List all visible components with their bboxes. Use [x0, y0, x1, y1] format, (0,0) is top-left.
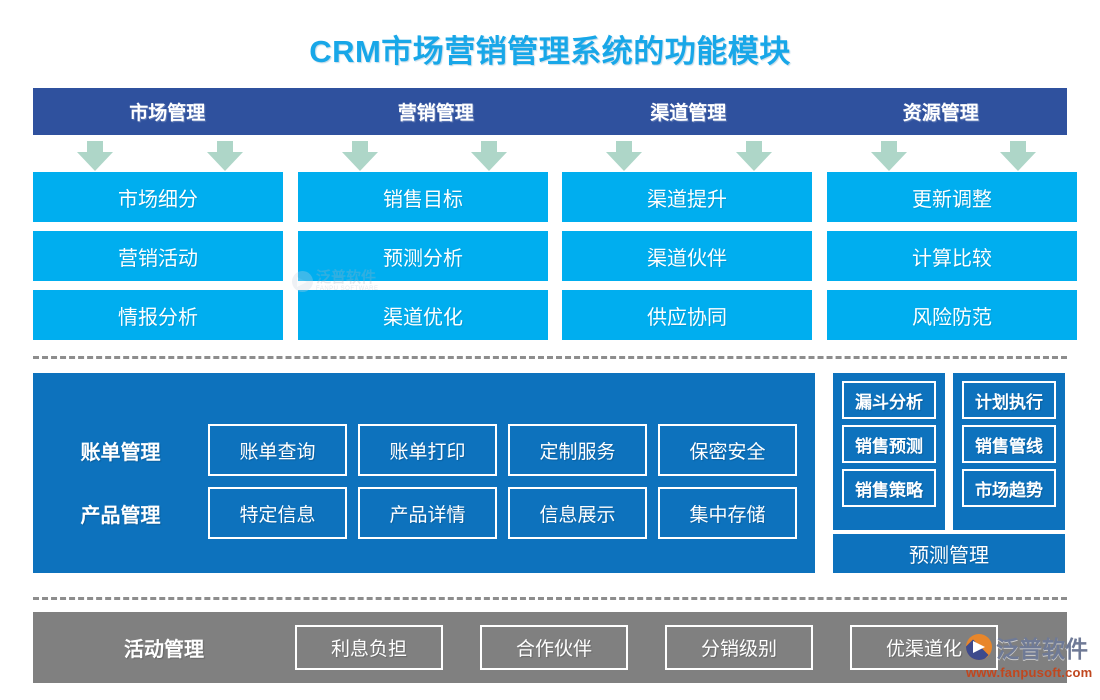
bottom-bar-box[interactable]: 利息负担: [295, 625, 443, 670]
side-panel-box[interactable]: 漏斗分析: [842, 381, 936, 419]
header-bar-left: 市场管理 营销管理: [33, 88, 570, 135]
module-box[interactable]: 渠道伙伴: [562, 231, 812, 281]
mid-panel-box[interactable]: 特定信息: [208, 487, 347, 539]
module-box[interactable]: 更新调整: [827, 172, 1077, 222]
side-panel-box[interactable]: 计划执行: [962, 381, 1056, 419]
header-bar-right: 渠道管理 资源管理: [562, 88, 1067, 135]
module-box[interactable]: 预测分析: [298, 231, 548, 281]
module-box[interactable]: 渠道提升: [562, 172, 812, 222]
side-panel-box[interactable]: 销售预测: [842, 425, 936, 463]
module-box[interactable]: 计算比较: [827, 231, 1077, 281]
mid-panel-box[interactable]: 账单查询: [208, 424, 347, 476]
down-arrow-icon: [736, 141, 772, 171]
bottom-bar-box[interactable]: 优渠道化: [850, 625, 998, 670]
down-arrow-icon: [77, 141, 113, 171]
side-panel-column-left: 漏斗分析 销售预测 销售策略: [833, 373, 945, 530]
mid-row-label: 产品管理: [80, 504, 161, 527]
bottom-bar-box[interactable]: 合作伙伴: [480, 625, 628, 670]
bottom-bar-box[interactable]: 分销级别: [665, 625, 813, 670]
down-arrow-icon: [342, 141, 378, 171]
module-box[interactable]: 市场细分: [33, 172, 283, 222]
mid-panel-box[interactable]: 信息展示: [508, 487, 647, 539]
down-arrow-icon: [871, 141, 907, 171]
down-arrow-icon: [1000, 141, 1036, 171]
side-panel-footer-forecast[interactable]: 预测管理: [833, 534, 1065, 573]
module-box[interactable]: 供应协同: [562, 290, 812, 340]
mid-panel-box[interactable]: 产品详情: [358, 487, 497, 539]
mid-panel-row-product: 产品管理 特定信息 产品详情 信息展示 集中存储: [33, 486, 815, 540]
page-title: CRM市场营销管理系统的功能模块: [309, 34, 791, 69]
down-arrow-icon: [606, 141, 642, 171]
side-panel-box[interactable]: 市场趋势: [962, 469, 1056, 507]
header-label-market-management: 市场管理: [129, 103, 206, 124]
dashed-separator-top: [33, 356, 1067, 359]
mid-panel-box[interactable]: 集中存储: [658, 487, 797, 539]
down-arrow-icon: [207, 141, 243, 171]
module-box[interactable]: 渠道优化: [298, 290, 548, 340]
header-label-channel-management: 渠道管理: [650, 103, 727, 124]
mid-row-label: 账单管理: [80, 441, 161, 464]
dashed-separator-bottom: [33, 597, 1067, 600]
bottom-bar: 活动管理 利息负担 合作伙伴 分销级别 优渠道化: [33, 612, 1067, 683]
module-box[interactable]: 销售目标: [298, 172, 548, 222]
module-box[interactable]: 风险防范: [827, 290, 1077, 340]
header-label-marketing-management: 营销管理: [397, 103, 474, 124]
module-box[interactable]: 营销活动: [33, 231, 283, 281]
side-panel-box[interactable]: 销售策略: [842, 469, 936, 507]
module-column-market: 市场细分 营销活动 情报分析: [33, 172, 283, 349]
header-label-resource-management: 资源管理: [902, 103, 979, 124]
mid-panel-box[interactable]: 账单打印: [358, 424, 497, 476]
mid-panel-row-billing: 账单管理 账单查询 账单打印 定制服务 保密安全: [33, 423, 815, 477]
mid-panel: 账单管理 账单查询 账单打印 定制服务 保密安全 产品管理 特定信息 产品详情 …: [33, 373, 815, 573]
side-panel-column-right: 计划执行 销售管线 市场趋势: [953, 373, 1065, 530]
module-column-marketing: 销售目标 预测分析 渠道优化: [298, 172, 548, 349]
mid-panel-box[interactable]: 保密安全: [658, 424, 797, 476]
module-column-channel: 渠道提升 渠道伙伴 供应协同: [562, 172, 812, 349]
arrow-connector-row: [0, 141, 1100, 171]
side-panel-box[interactable]: 销售管线: [962, 425, 1056, 463]
module-column-resource: 更新调整 计算比较 风险防范: [827, 172, 1077, 349]
down-arrow-icon: [471, 141, 507, 171]
mid-panel-box[interactable]: 定制服务: [508, 424, 647, 476]
module-box[interactable]: 情报分析: [33, 290, 283, 340]
bottom-bar-label: 活动管理: [124, 639, 204, 661]
